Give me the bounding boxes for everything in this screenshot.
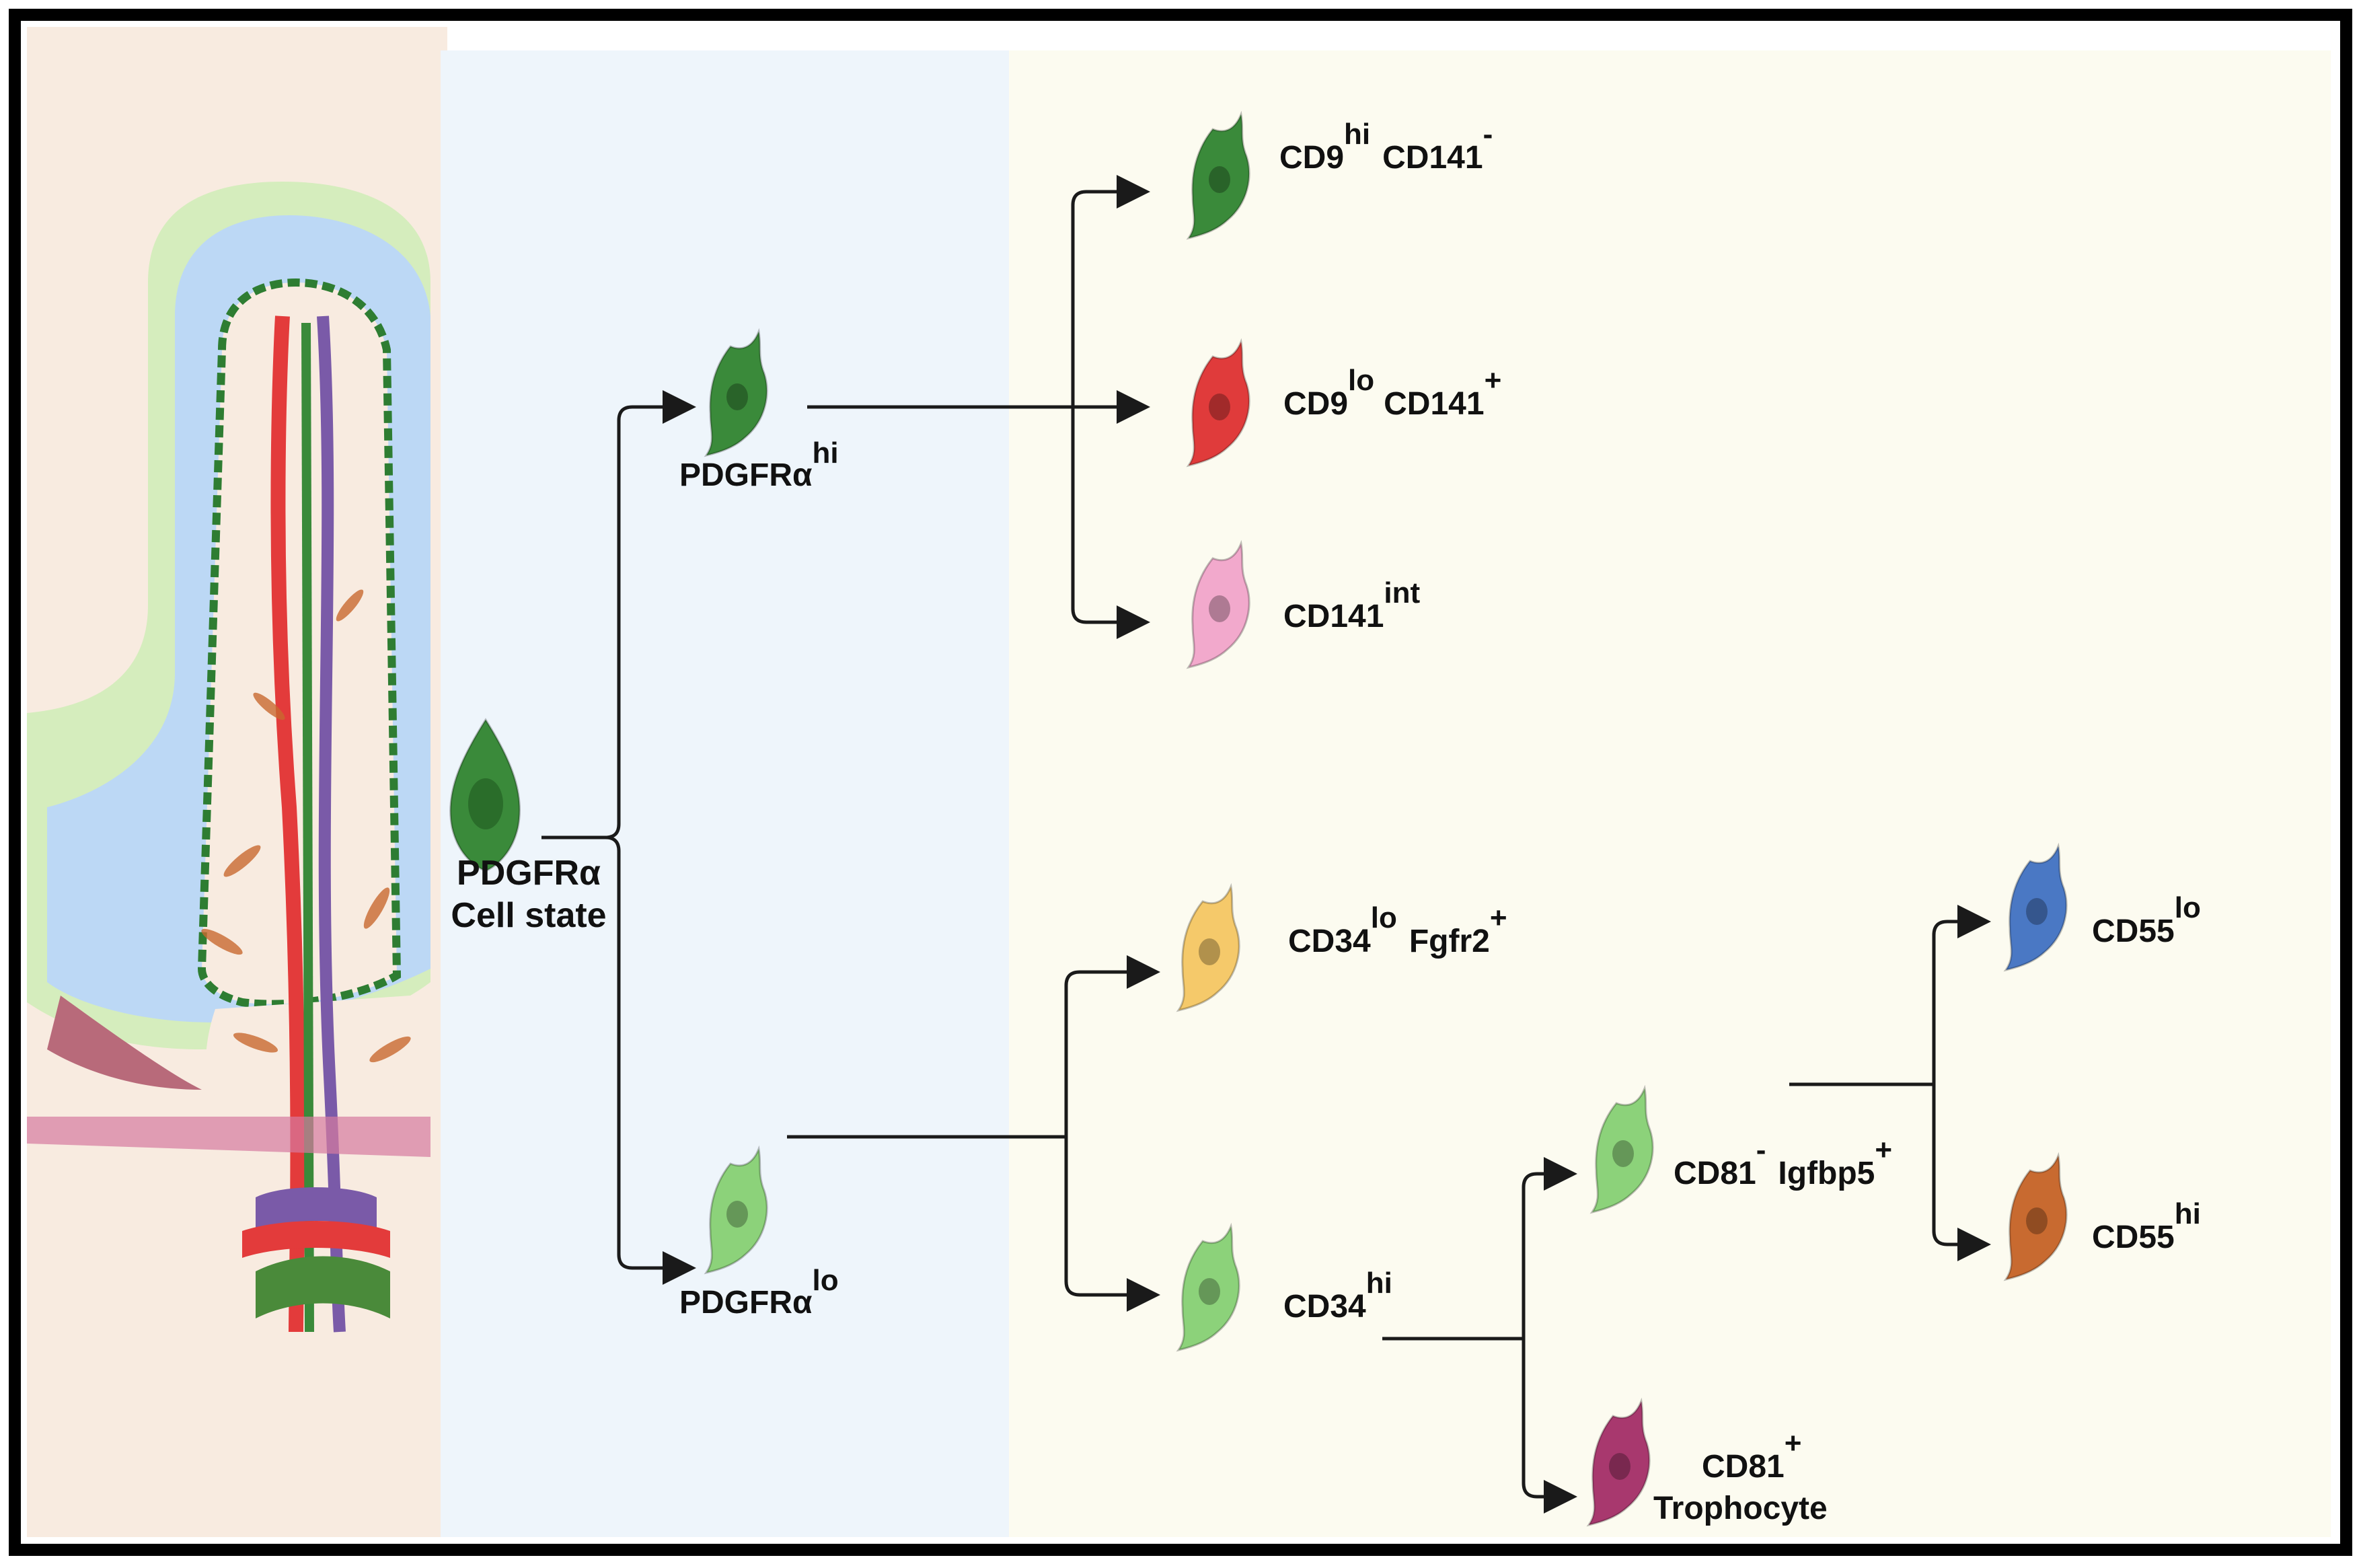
root-label-line2: Cell state [451, 896, 606, 935]
cd34hi-node: CD34hi [1177, 1225, 1392, 1351]
cd9hi-cd141neg-label: CD9hiCD141- [1279, 118, 1493, 176]
root-label-line1: PDGFRα [457, 854, 601, 893]
cd55lo-node: CD55lo [2004, 845, 2201, 971]
cd141int-label: CD141int [1283, 576, 1421, 634]
cd55lo-label: CD55lo [2092, 891, 2201, 949]
villus-illustration [27, 182, 430, 1333]
cell-nucleus [1612, 1140, 1634, 1167]
hi-to-cd9hi-connector [1071, 175, 1150, 407]
cell-nucleus [726, 1201, 748, 1228]
cell-nucleus [1609, 1453, 1631, 1480]
cd34hi-to-cd81neg-connector [1522, 1157, 1577, 1339]
cd81neg-to-cd55hi-connector [1932, 1084, 1991, 1261]
cell-nucleus [1209, 166, 1230, 193]
root-cell-nucleus [468, 778, 503, 829]
cell-nucleus [1199, 938, 1220, 965]
cell-nucleus [2026, 898, 2048, 925]
cd55hi-label: CD55hi [2092, 1197, 2201, 1255]
trophocyte-label: Trophocyte [1653, 1491, 1828, 1526]
cd34lo-fgfr2pos-node: CD34loFgfr2+ [1177, 885, 1507, 1012]
cell-nucleus [1209, 595, 1230, 622]
cd141int-node: CD141int [1187, 542, 1421, 669]
pdgfra-hi-label: PDGFRαhi [679, 437, 839, 493]
cd81neg-igfbp5pos-label: CD81-Igfbp5+ [1674, 1133, 1892, 1191]
cell-nucleus [2026, 1207, 2048, 1234]
lo-to-cd34hi-connector [1064, 1137, 1160, 1312]
cell-nucleus [1199, 1278, 1220, 1305]
connectors [541, 175, 1991, 1514]
pdgfra-hi-node: PDGFRαhi [679, 330, 839, 493]
lo-to-cd34lo-connector [1064, 955, 1160, 1137]
cd34hi-to-cd81pos-connector [1522, 1339, 1577, 1514]
cd81neg-igfbp5pos-node: CD81-Igfbp5+ [1591, 1087, 1892, 1214]
cd9hi-cd141neg-node: CD9hiCD141- [1187, 113, 1493, 239]
root-node: PDGFRα Cell state [449, 718, 607, 935]
root-to-lo-connector [605, 835, 696, 1285]
hi-to-cd141int-connector [1071, 407, 1150, 639]
cell-nucleus [726, 383, 748, 410]
cd9lo-cd141pos-node: CD9loCD141+ [1187, 340, 1501, 467]
border [9, 9, 2352, 1556]
pdgfra-panel [441, 50, 1009, 1537]
cd34hi-label: CD34hi [1283, 1267, 1392, 1324]
pdgfra-lo-label: PDGFRαlo [679, 1264, 839, 1320]
cd55hi-node: CD55hi [2004, 1154, 2201, 1281]
cd81neg-to-cd55lo-connector [1932, 905, 1991, 1084]
cd9lo-cd141pos-label: CD9loCD141+ [1283, 364, 1501, 422]
cd81pos-trophocyte-node: CD81+ Trophocyte [1587, 1400, 1828, 1526]
cell-nucleus [1209, 394, 1230, 420]
cd81pos-label: CD81+ [1702, 1427, 1801, 1485]
cd34lo-fgfr2pos-label: CD34loFgfr2+ [1288, 901, 1507, 959]
pdgfra-lo-node: PDGFRαlo [679, 1148, 839, 1320]
